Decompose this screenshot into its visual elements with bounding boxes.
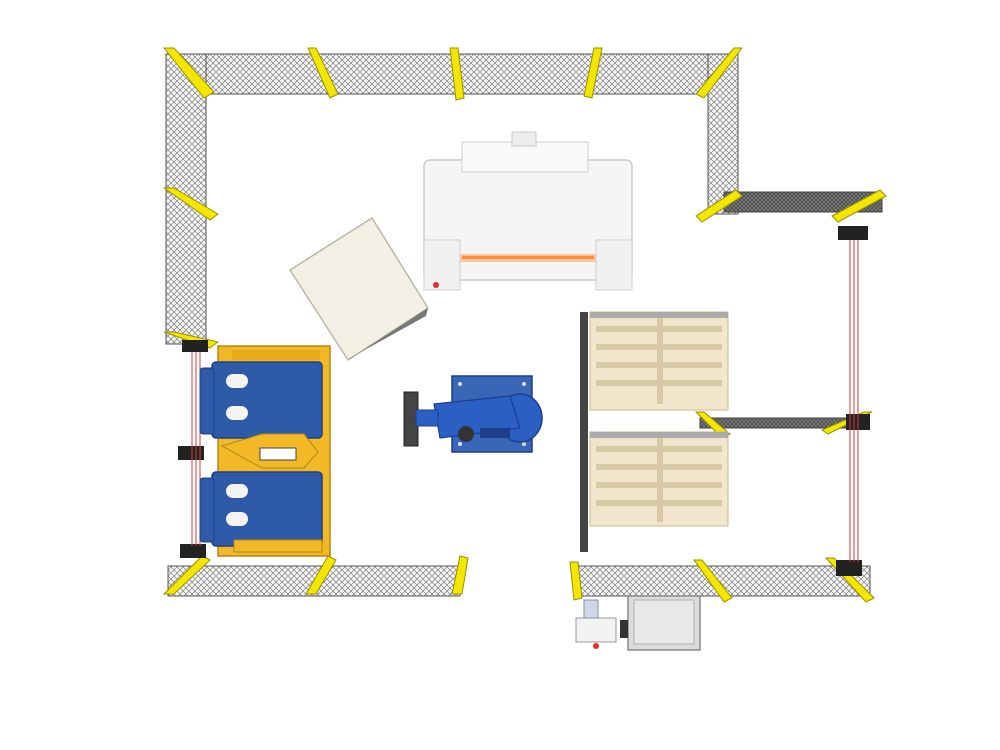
fence-post <box>449 47 465 101</box>
fence-post <box>695 47 744 99</box>
fence-post <box>695 189 743 223</box>
fence-post <box>162 187 219 221</box>
pallet-guide-rail <box>580 312 588 552</box>
fence-post <box>162 555 211 595</box>
conveyor-tray-lower <box>199 471 323 547</box>
fence-post <box>583 47 603 99</box>
pallet-station <box>580 311 729 552</box>
infeed-conveyor <box>199 345 331 557</box>
control-cabinet <box>575 595 701 651</box>
stretch-machine <box>423 131 633 291</box>
fence-post <box>693 559 733 603</box>
light-curtain-right <box>836 226 870 576</box>
operator-console <box>575 599 617 649</box>
fence-post <box>831 189 887 223</box>
fence-post <box>569 561 583 601</box>
fence-post <box>305 555 337 595</box>
conveyor-tray-upper <box>199 361 323 439</box>
robot-arm <box>403 375 543 453</box>
slip-sheet-stack <box>288 216 430 362</box>
safety-fence <box>162 47 887 603</box>
fence-post <box>162 47 215 99</box>
fence-post <box>451 555 469 595</box>
fence-post <box>307 47 339 99</box>
